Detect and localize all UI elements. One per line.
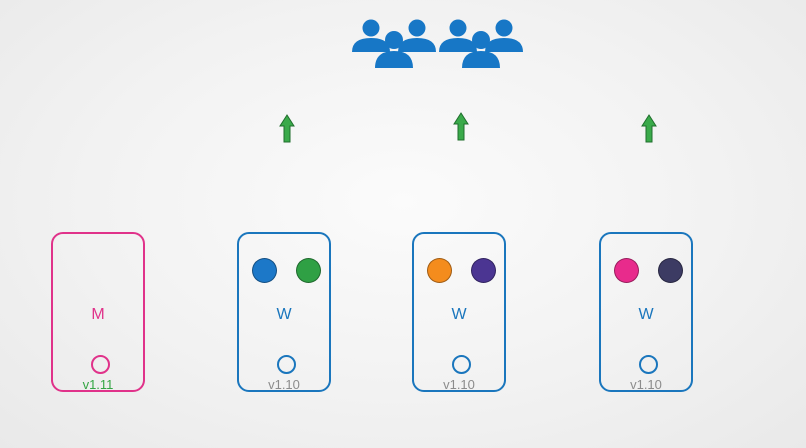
worker-label: W xyxy=(276,306,292,323)
kubelet-icon xyxy=(277,355,296,374)
worker-version: v1.10 xyxy=(443,377,475,392)
pod-icon xyxy=(252,258,277,283)
kubelet-icon xyxy=(639,355,658,374)
upgrade-arrow-icon xyxy=(641,114,657,143)
worker-label: W xyxy=(638,306,654,323)
upgrade-arrow-icon xyxy=(279,114,295,143)
pod-icon xyxy=(471,258,496,283)
pod-icon xyxy=(296,258,321,283)
worker-version: v1.10 xyxy=(268,377,300,392)
worker-node-2: W v1.10 xyxy=(412,232,506,392)
upgrade-arrow-icon xyxy=(453,112,469,141)
pod-icon xyxy=(614,258,639,283)
pod-icon xyxy=(427,258,452,283)
worker-node-1: W v1.10 xyxy=(237,232,331,392)
worker-node-3: W v1.10 xyxy=(599,232,693,392)
worker-label: W xyxy=(451,306,467,323)
master-version: v1.11 xyxy=(82,377,114,392)
worker-version: v1.10 xyxy=(630,377,662,392)
kubelet-icon xyxy=(452,355,471,374)
master-label: M xyxy=(91,306,105,323)
master-node: M v1.11 xyxy=(51,232,145,392)
kubelet-icon xyxy=(91,355,110,374)
pod-icon xyxy=(658,258,683,283)
